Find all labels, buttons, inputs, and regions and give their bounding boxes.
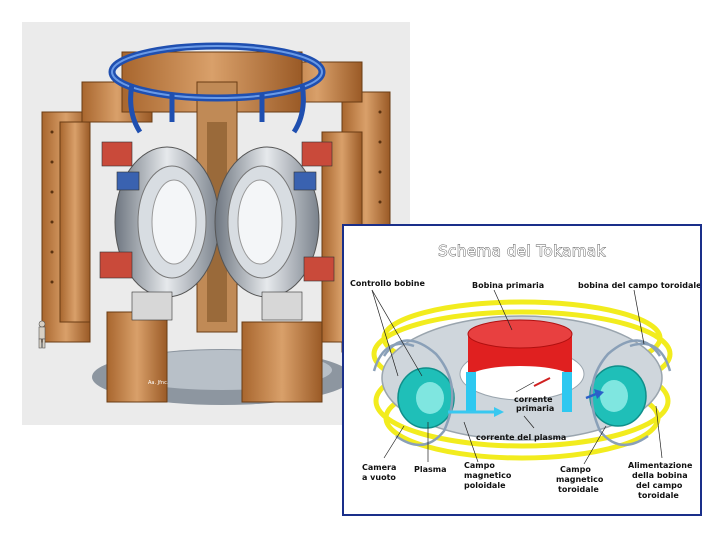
label-corrente-primaria-1: corrente [514,395,553,404]
label-alimentazione-2: della bobina [632,471,688,480]
diagram-title: Schema del Tokamak [438,242,606,260]
label-corrente-plasma: corrente del plasma [476,433,566,442]
photo-credit: Aa. Jfnc. [148,380,169,386]
tokamak-schematic: Schema del Tokamak [342,224,702,516]
label-poloidale-3: poloidale [464,481,506,490]
label-toroidale-2: magnetico [556,475,604,484]
label-alimentazione-4: toroidale [638,491,679,500]
label-bobina-primaria: Bobina primaria [472,281,544,290]
tokamak-schematic-drawing: Schema del Tokamak [344,226,700,514]
label-toroidale-3: toroidale [558,485,599,494]
label-alimentazione-1: Alimentazione [628,461,693,470]
label-poloidale-1: Campo [464,461,495,470]
label-controllo-bobine: Controllo bobine [350,279,425,288]
label-plasma: Plasma [414,465,447,474]
label-poloidale-2: magnetico [464,471,512,480]
label-alimentazione-3: del campo [636,481,683,490]
label-camera-1: Camera [362,463,396,472]
label-corrente-primaria-2: primaria [516,404,554,413]
label-bobina-campo-toroidale: bobina del campo toroidale [578,281,700,290]
primary-coil [468,320,572,390]
label-camera-2: a vuoto [362,473,396,482]
label-toroidale-1: Campo [560,465,591,474]
